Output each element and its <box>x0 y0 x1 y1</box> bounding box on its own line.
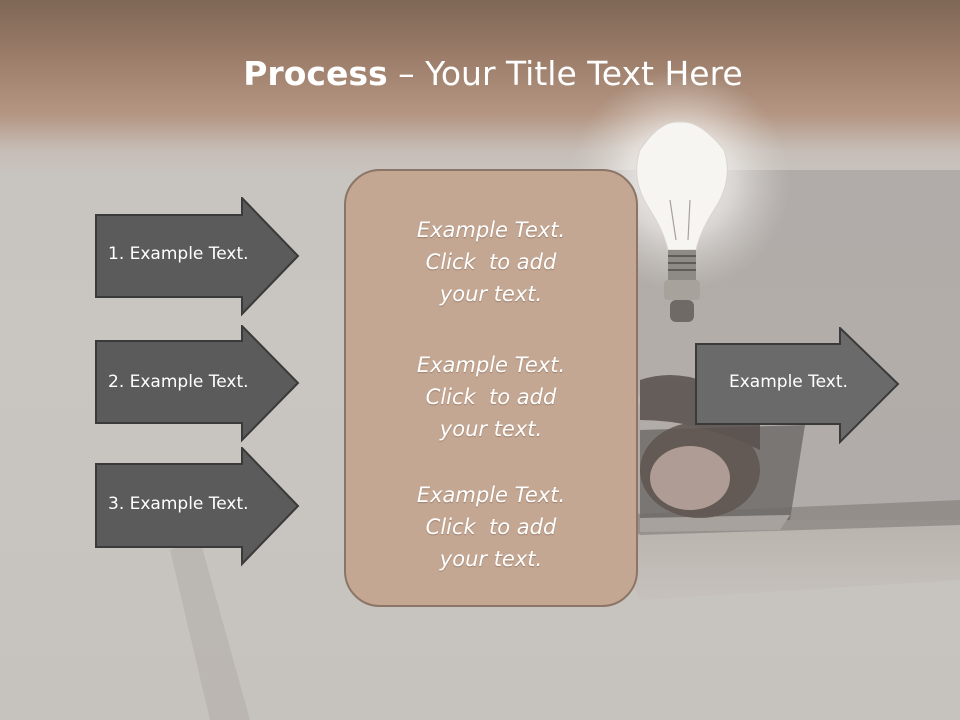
block-3-line-3: your text. <box>439 547 543 571</box>
block-2-line-2: Click to add <box>425 385 557 409</box>
center-text-block-1: Example Text. Click to add your text. <box>346 214 636 310</box>
lightbulb-icon <box>636 121 728 322</box>
right-arrow-label: Example Text. <box>729 372 848 392</box>
arrow-right-icon <box>95 447 300 567</box>
center-text-block-2: Example Text. Click to add your text. <box>346 349 636 445</box>
block-3-line-1: Example Text. <box>416 483 566 507</box>
center-text-box[interactable]: Example Text. Click to add your text. Ex… <box>344 169 638 607</box>
left-arrow-3-label: 3. Example Text. <box>108 494 249 514</box>
center-text-block-3: Example Text. Click to add your text. <box>346 479 636 575</box>
block-1-line-1: Example Text. <box>416 218 566 242</box>
arrow-right-icon <box>95 197 300 317</box>
block-1-line-3: your text. <box>439 282 543 306</box>
title-bold: Process <box>243 54 388 93</box>
arrow-right-icon <box>695 327 900 445</box>
arrow-right-icon <box>95 325 300 443</box>
title-rest: – Your Title Text Here <box>387 54 743 93</box>
block-2-line-3: your text. <box>439 417 543 441</box>
block-3-line-2: Click to add <box>425 515 557 539</box>
slide-title[interactable]: Process – Your Title Text Here <box>0 54 960 93</box>
left-arrow-2-label: 2. Example Text. <box>108 372 249 392</box>
block-1-line-2: Click to add <box>425 250 557 274</box>
block-2-line-1: Example Text. <box>416 353 566 377</box>
left-arrow-1-label: 1. Example Text. <box>108 244 249 264</box>
